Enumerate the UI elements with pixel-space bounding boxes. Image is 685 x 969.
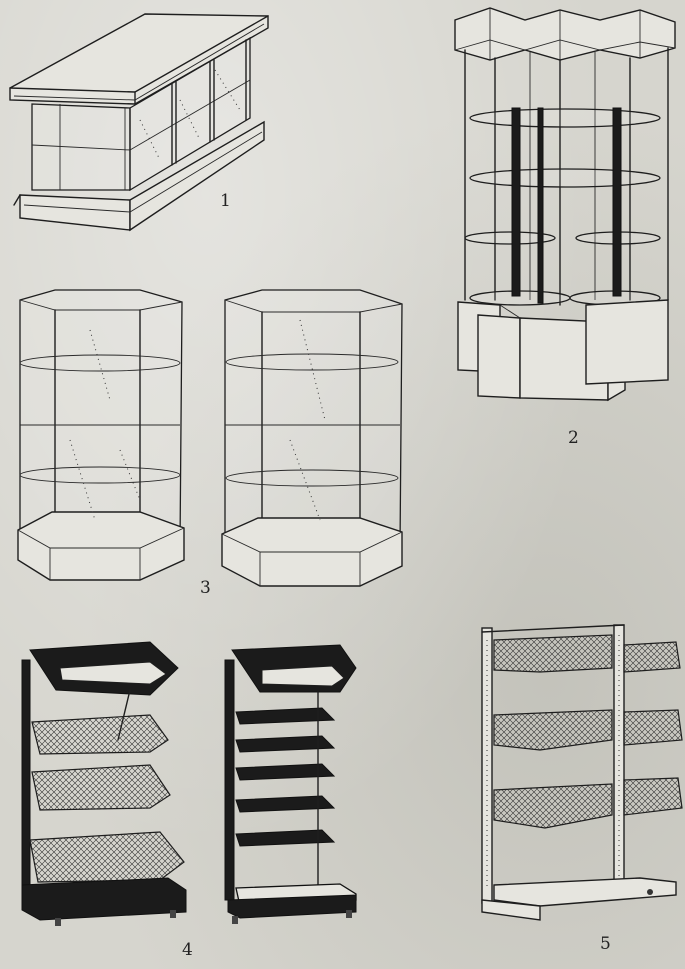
- figure-5-basket-gondola-drawing: [481, 624, 683, 921]
- figure-label-5: 5: [600, 934, 611, 954]
- figure-label-1: 1: [220, 191, 231, 211]
- figure-4-gondolas-drawing: [21, 641, 357, 926]
- figure-label-2: 2: [568, 428, 579, 448]
- figure-3-showcases-drawing: [17, 289, 403, 587]
- figure-2-tower-drawing: [454, 7, 676, 402]
- figure-label-4: 4: [182, 940, 193, 960]
- figure-label-3: 3: [200, 578, 211, 598]
- figure-1-counter-drawing: [9, 13, 269, 232]
